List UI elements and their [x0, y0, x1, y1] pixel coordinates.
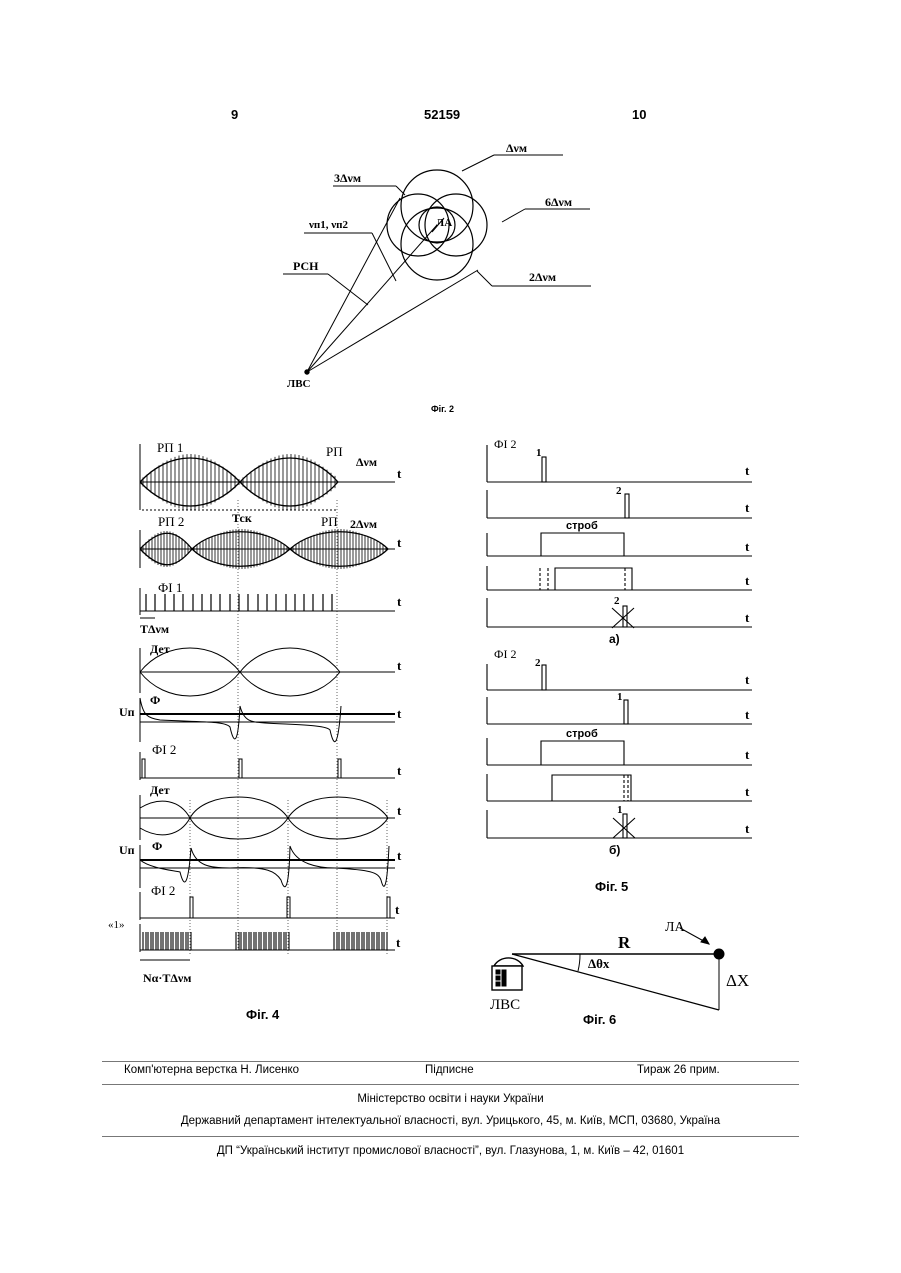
footer-institute: ДП “Український інститут промислової вла… — [0, 1145, 901, 1157]
fig4-label-one: «1» — [108, 919, 125, 931]
fig5-b-strob: строб — [566, 728, 598, 740]
fig5-t8: t — [745, 747, 749, 763]
fig2-label-la: ЛА — [436, 217, 452, 229]
fig4-t2: t — [397, 535, 401, 551]
fig4-label-nt: Nα·ТΔνм — [143, 971, 191, 986]
fig2-label-3dv: 3Δνм — [334, 171, 361, 186]
fig4-label-rp: РП — [326, 444, 343, 460]
fig5-t7: t — [745, 707, 749, 723]
fig5-t1: t — [745, 463, 749, 479]
fig5-label-b: б) — [609, 843, 620, 857]
fig5-label-fi2b: ФІ 2 — [494, 647, 516, 662]
fig5-t6: t — [745, 672, 749, 688]
fig5-a-strob: строб — [566, 520, 598, 532]
fig2-label-dv: Δνм — [506, 141, 527, 156]
fig4-t4: t — [397, 658, 401, 674]
footer-rule-bottom — [102, 1136, 799, 1137]
footer-layout-credit: Комп'ютерна верстка Н. Лисенко — [124, 1064, 299, 1076]
fig2-label-6dv: 6Δνм — [545, 195, 572, 210]
fig4-t5: t — [397, 706, 401, 722]
fig4-label-2dv: 2Δνм — [350, 517, 377, 532]
fig2-label-rsn: РСН — [293, 259, 318, 274]
fig2-diagram — [283, 155, 591, 374]
fig5-a-pulse1: 1 — [536, 447, 542, 459]
fig4-label-det2: Дет — [150, 783, 170, 798]
fig6-label-dtheta: Δθх — [588, 956, 609, 972]
fig4-label-fi2b: ФІ 2 — [151, 883, 175, 899]
fig4-t7: t — [397, 803, 401, 819]
fig4-t8: t — [397, 848, 401, 864]
fig6-label-r: R — [618, 933, 630, 953]
fig4-label-tsk: Тск — [232, 511, 252, 526]
fig5-t3: t — [745, 539, 749, 555]
fig5-caption: Фіг. 5 — [595, 879, 628, 894]
fig4-t6: t — [397, 763, 401, 779]
fig4-label-rp1: РП 1 — [157, 440, 183, 456]
fig4-t1: t — [397, 466, 401, 482]
fig6-label-la: ЛА — [665, 920, 685, 936]
fig4-t3: t — [397, 594, 401, 610]
fig5-t10: t — [745, 821, 749, 837]
fig4-label-un1: Uп — [119, 705, 135, 720]
fig5-a-crossed2: 2 — [614, 595, 620, 607]
footer-print-run: Тираж 26 прим. — [637, 1064, 720, 1076]
fig5-b-pulse1: 1 — [617, 691, 623, 703]
fig2-label-2dv: 2Δνм — [529, 270, 556, 285]
footer-ministry: Міністерство освіти і науки України — [0, 1093, 901, 1105]
fig5-t2: t — [745, 500, 749, 516]
fig4-t10: t — [396, 935, 400, 951]
fig2-label-nu: νп1, νп2 — [309, 219, 348, 231]
fig4-label-fi1: ФІ 1 — [158, 580, 182, 596]
fig6-label-lvs: ЛВС — [490, 997, 520, 1014]
fig5-t5: t — [745, 610, 749, 626]
fig4-label-phi1: Ф — [150, 693, 160, 708]
fig4-label-rp-b: РП — [321, 514, 338, 530]
fig5-b-pulse2: 2 — [535, 657, 541, 669]
fig6-caption: Фіг. 6 — [583, 1012, 616, 1027]
fig2-caption: Фіг. 2 — [431, 404, 454, 414]
fig4-label-un2: Uп — [119, 843, 135, 858]
fig5-b-crossed1: 1 — [617, 804, 623, 816]
fig4-label-tdv: ТΔνм — [140, 622, 169, 637]
footer-signed: Підписне — [425, 1064, 474, 1076]
fig4-t9: t — [395, 902, 399, 918]
fig5-t9: t — [745, 784, 749, 800]
fig4-label-rp2: РП 2 — [158, 514, 184, 530]
fig5-t4: t — [745, 573, 749, 589]
fig5-label-fi2a: ФІ 2 — [494, 437, 516, 452]
fig4-label-phi2: Ф — [152, 839, 162, 854]
fig4-caption: Фіг. 4 — [246, 1007, 279, 1022]
footer-rule-mid — [102, 1084, 799, 1085]
footer-department: Державний департамент інтелектуальної вл… — [0, 1115, 901, 1127]
fig4-label-fi2a: ФІ 2 — [152, 742, 176, 758]
fig5-a-pulse2: 2 — [616, 485, 622, 497]
fig6-label-dx: ΔХ — [726, 971, 749, 991]
fig2-label-lvs: ЛВС — [287, 378, 310, 390]
fig4-label-det1: Дет — [150, 642, 170, 657]
footer-rule-top — [102, 1061, 799, 1062]
fig5-label-a: а) — [609, 632, 620, 646]
fig4-label-dvm: Δνм — [356, 455, 377, 470]
